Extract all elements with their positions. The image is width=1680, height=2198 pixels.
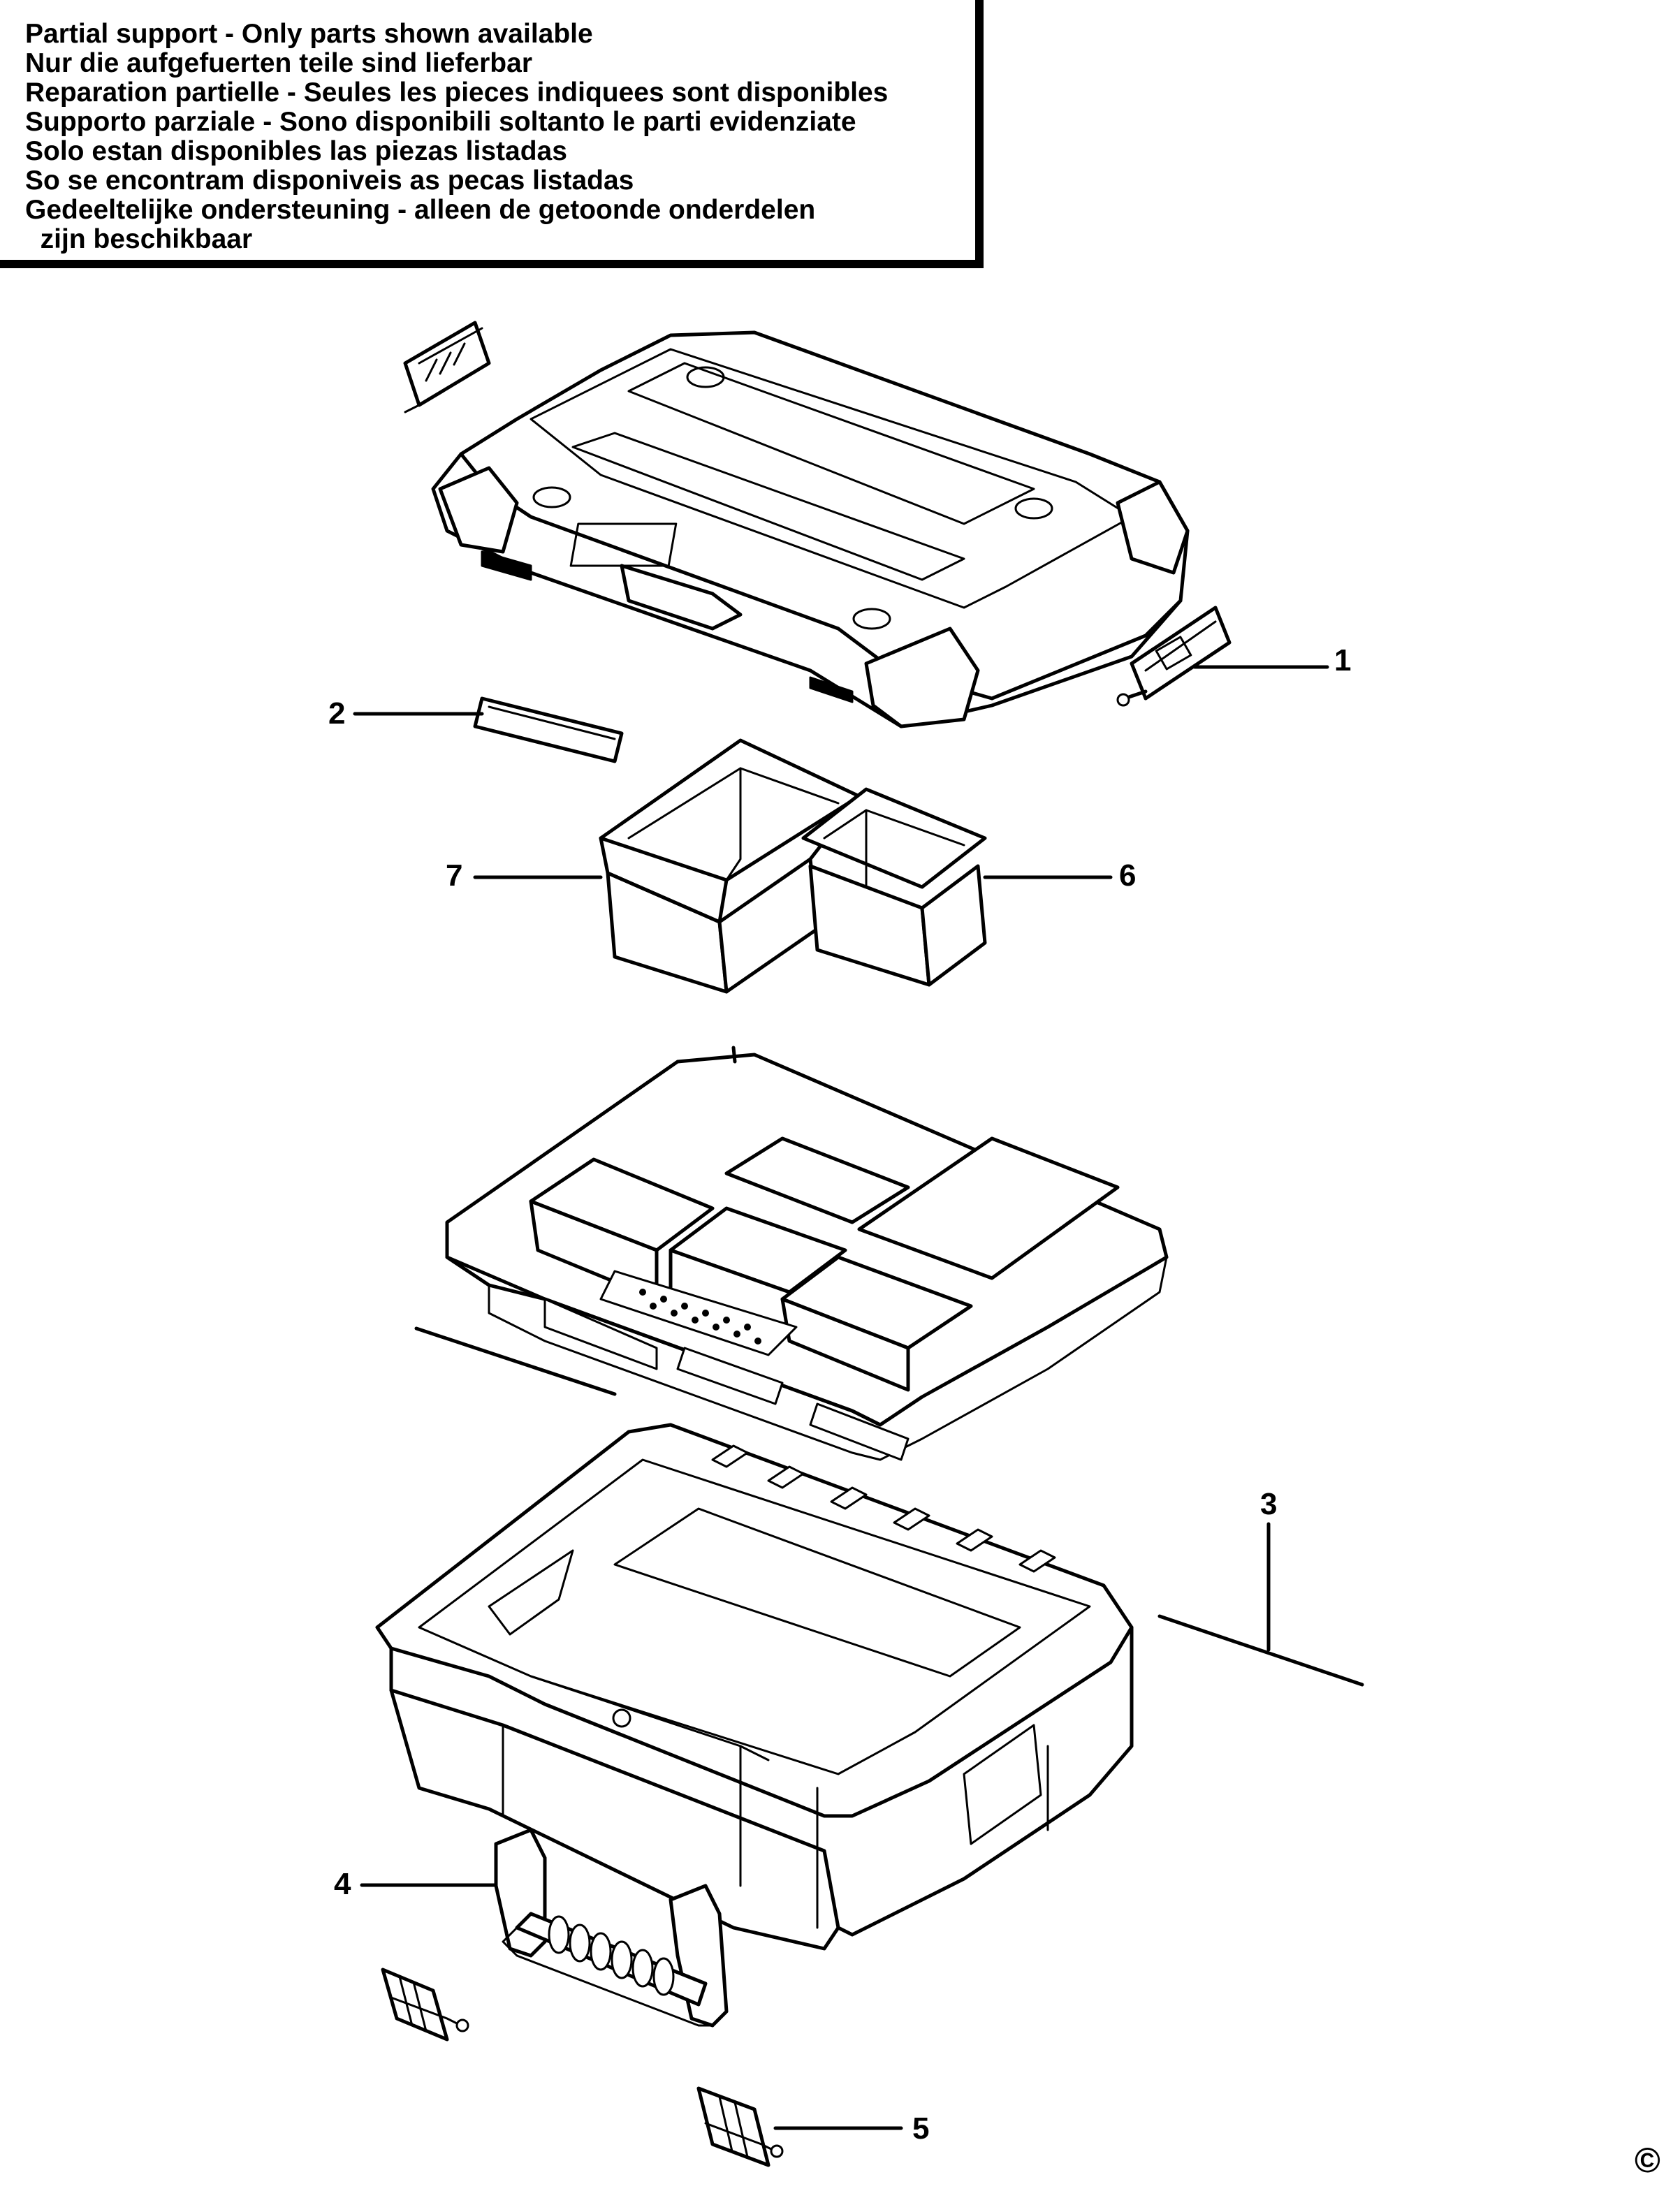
part-4-handle bbox=[494, 1828, 729, 2028]
notice-line-es: Solo estan disponibles las piezas listad… bbox=[25, 136, 567, 166]
part-1-latch bbox=[1116, 606, 1232, 707]
copyright-symbol: © bbox=[1635, 2141, 1660, 2180]
notice-line-fr: Reparation partielle - Seules les pieces… bbox=[25, 78, 889, 108]
callout-6: 6 bbox=[1119, 858, 1136, 893]
notice-line-it: Supporto parziale - Sono disponibili sol… bbox=[25, 107, 856, 137]
tray-hole-grid bbox=[639, 1289, 761, 1345]
part-3-hinge-rod bbox=[1157, 1614, 1364, 1687]
latch-clip-left bbox=[381, 1968, 469, 2042]
part-6-small-bin bbox=[801, 787, 987, 987]
notice-line-nl: Gedeeltelijke ondersteuning - alleen de … bbox=[25, 195, 816, 225]
case-lid bbox=[431, 330, 1190, 728]
callout-7: 7 bbox=[446, 858, 462, 893]
organizer-tray bbox=[445, 1046, 1169, 1461]
part-2-label-strip bbox=[473, 696, 624, 763]
case-base bbox=[375, 1423, 1134, 1951]
callout-4: 4 bbox=[334, 1867, 351, 1901]
notice-line-de: Nur die aufgefuerten teile sind lieferba… bbox=[25, 48, 532, 78]
hinge-clip-top-left bbox=[403, 321, 491, 413]
callout-3: 3 bbox=[1260, 1487, 1277, 1521]
callout-2: 2 bbox=[328, 696, 345, 731]
part-5-latch-clip bbox=[696, 2086, 784, 2167]
notice-line-pt: So se encontram disponiveis as pecas lis… bbox=[25, 166, 634, 196]
callout-1: 1 bbox=[1334, 643, 1351, 677]
callout-5: 5 bbox=[912, 2111, 929, 2146]
part-7-large-bin bbox=[599, 738, 861, 994]
handle-grip bbox=[548, 1915, 675, 1996]
notice-line-nl-cont: zijn beschikbaar bbox=[25, 224, 253, 254]
hinge-rod-tray bbox=[414, 1326, 617, 1396]
partial-support-notice: Partial support - Only parts shown avail… bbox=[0, 0, 984, 268]
notice-line-en: Partial support - Only parts shown avail… bbox=[25, 19, 593, 49]
